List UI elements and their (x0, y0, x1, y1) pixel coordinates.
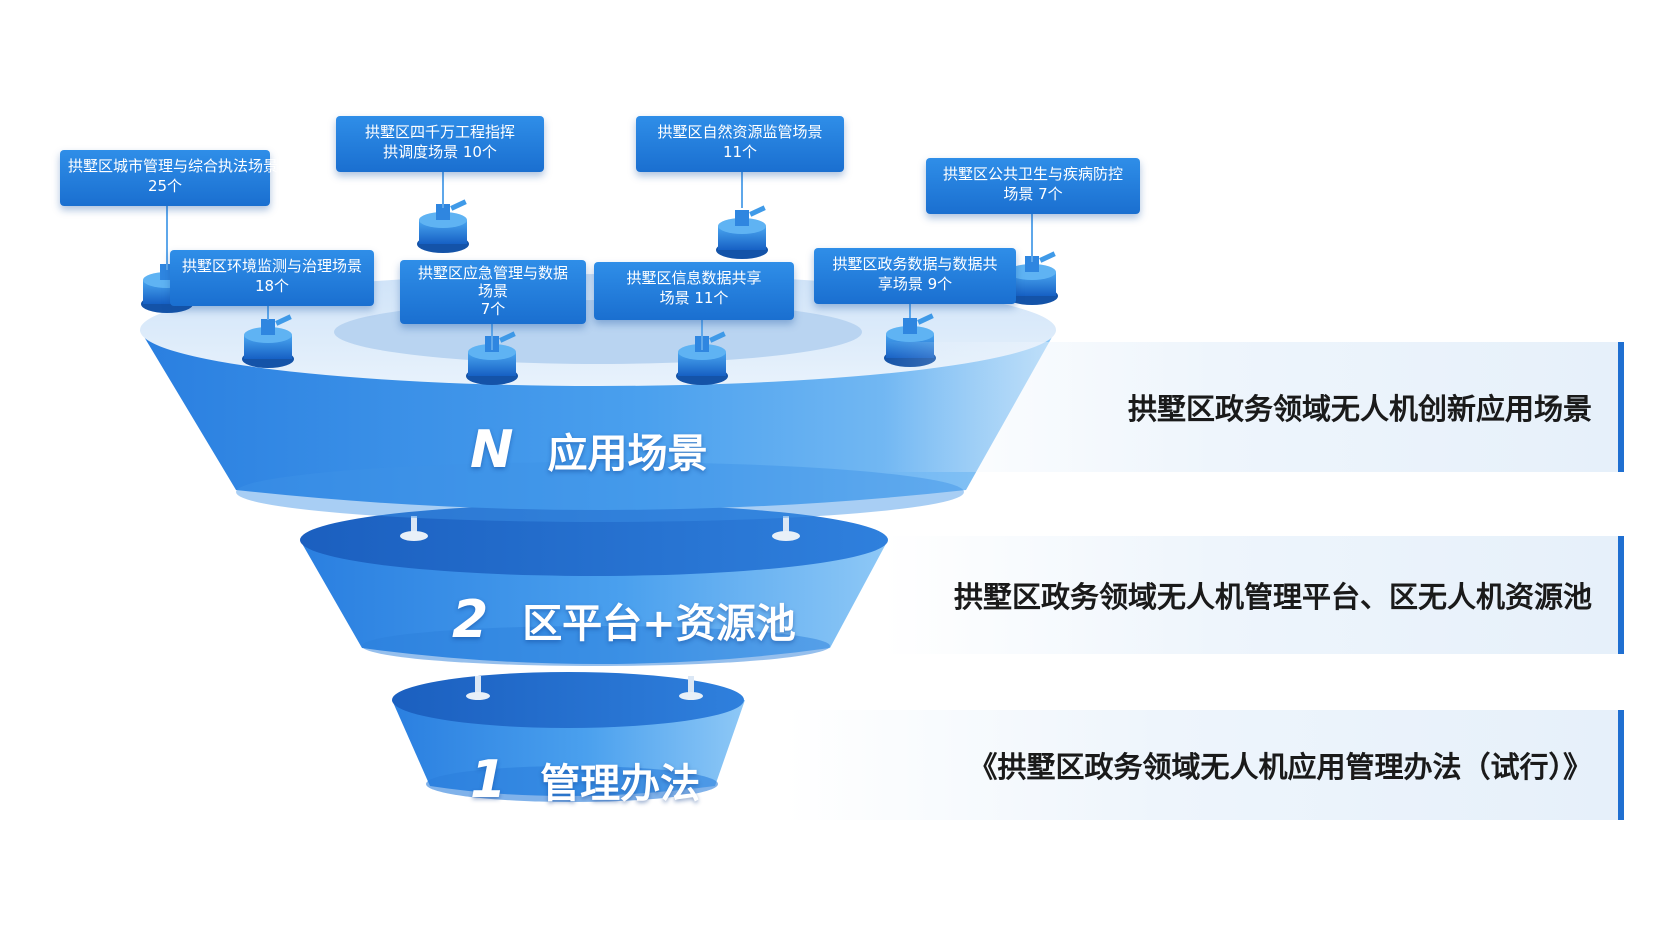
tier-n-label: N 应用场景 (470, 420, 708, 480)
scene-callout-public-health: 拱墅区公共卫生与疾病防控 场景 7个 (926, 158, 1140, 214)
tier-1-title: 管理办法 (540, 761, 701, 807)
description-band-2: 拱墅区政务领域无人机管理平台、区无人机资源池 (884, 536, 1624, 654)
scene-count: 场景 7个 (1003, 185, 1063, 203)
scene-title: 拱墅区城市管理与综合执法场景 (68, 157, 279, 175)
scene-title-cont: 场景 (477, 282, 508, 300)
scene-callout-government-data: 拱墅区政务数据与数据共 享场景 9个 (814, 248, 1016, 304)
drone-device-icon (466, 331, 518, 385)
callout-leader-lines (166, 172, 1033, 350)
drone-device-icon (417, 199, 469, 253)
description-band-1: 《拱墅区政务领域无人机应用管理办法（试行）》 (784, 710, 1624, 820)
scene-count: 7个 (480, 300, 506, 318)
scene-title: 拱墅区应急管理与数据 (417, 264, 568, 282)
description-text-n: 拱墅区政务领域无人机创新应用场景 (1127, 392, 1592, 426)
scene-callout-environment: 拱墅区环境监测与治理场景 18个 (170, 250, 374, 306)
scene-title: 拱墅区自然资源监管场景 (657, 123, 823, 141)
scene-count: 拱调度场景 10个 (383, 143, 497, 161)
drone-device-icon (676, 331, 728, 385)
scene-title: 拱墅区环境监测与治理场景 (181, 257, 362, 275)
description-text-1: 《拱墅区政务领域无人机应用管理办法（试行）》 (968, 750, 1592, 784)
connector-pins-lower (466, 676, 703, 700)
drone-device-icon (1006, 251, 1058, 305)
scene-count: 11个 (722, 143, 758, 161)
scene-callout-four-thousand-project: 拱墅区四千万工程指挥 拱调度场景 10个 (336, 116, 544, 172)
tier-n-title: 应用场景 (547, 431, 708, 477)
scene-title: 拱墅区信息数据共享 (626, 269, 762, 287)
tier-2-number: 2 (452, 590, 489, 650)
tier-2-label: 2 区平台+资源池 (452, 590, 796, 650)
description-band-n: 拱墅区政务领域无人机创新应用场景 (884, 342, 1624, 472)
scene-callout-information-sharing: 拱墅区信息数据共享 场景 11个 (594, 262, 794, 320)
scene-title: 拱墅区政务数据与数据共 (832, 255, 998, 273)
scene-count: 18个 (254, 277, 290, 295)
tier-2-cone (300, 504, 888, 666)
drone-device-icons (141, 199, 1058, 385)
tier-2-title: 区平台+资源池 (522, 601, 796, 647)
scene-callout-city-management: 拱墅区城市管理与综合执法场景 25个 (60, 150, 279, 206)
drone-device-icon (716, 205, 768, 259)
description-text-2: 拱墅区政务领域无人机管理平台、区无人机资源池 (953, 580, 1592, 614)
scene-callout-natural-resources: 拱墅区自然资源监管场景 11个 (636, 116, 844, 172)
scene-title: 拱墅区公共卫生与疾病防控 (942, 165, 1123, 183)
drone-device-icon (242, 314, 294, 368)
connector-pins-upper (400, 516, 800, 541)
scene-callout-emergency: 拱墅区应急管理与数据 场景 7个 (400, 260, 586, 324)
tier-n-number: N (470, 420, 514, 480)
scene-count: 场景 11个 (659, 289, 729, 307)
tier-1-number: 1 (470, 750, 507, 810)
tier-1-label: 1 管理办法 (470, 750, 700, 810)
scene-count: 25个 (147, 177, 183, 195)
scene-title: 拱墅区四千万工程指挥 (364, 123, 515, 141)
scene-count: 享场景 9个 (877, 275, 953, 293)
